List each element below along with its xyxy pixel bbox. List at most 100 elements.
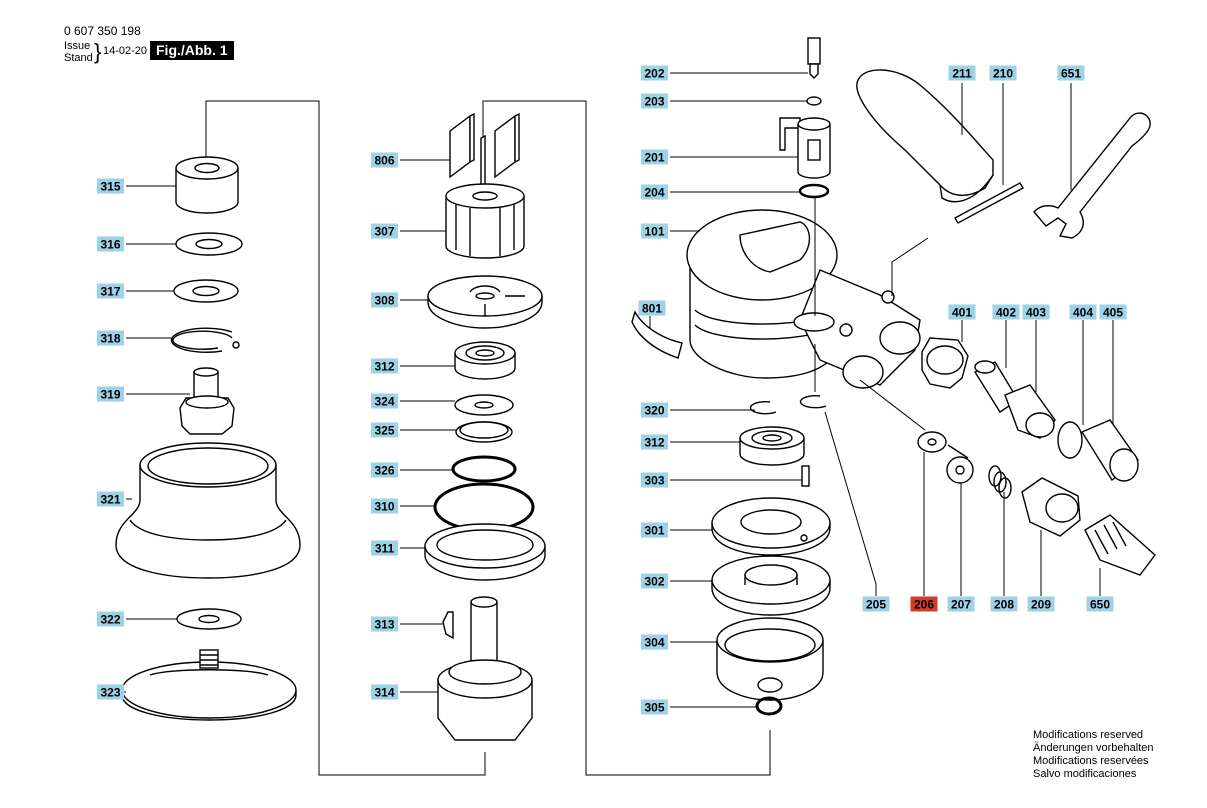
- part-label-text: 324: [374, 395, 394, 409]
- part-label-650: 650: [1086, 596, 1114, 612]
- part-314-spindle-housing: [437, 596, 533, 741]
- part-label-text: 303: [644, 474, 664, 488]
- part-label-text: 203: [644, 95, 664, 109]
- part-801-strap: [631, 310, 683, 359]
- part-label-text: 314: [374, 686, 394, 700]
- part-label-text: 304: [644, 636, 664, 650]
- part-label-308: 308: [371, 292, 398, 308]
- part-label-bg: [641, 93, 668, 109]
- part-304-shroud: [716, 617, 824, 701]
- part-label-302: 302: [641, 573, 668, 589]
- part-label-bg: [641, 149, 668, 165]
- part-label-307: 307: [371, 223, 398, 239]
- part-label-bg: [97, 611, 124, 627]
- part-label-325: 325: [371, 422, 398, 438]
- part-label-bg: [97, 283, 124, 299]
- part-label-bg: [371, 684, 398, 700]
- part-316-washer: [175, 232, 243, 256]
- part-label-text: 310: [374, 500, 394, 514]
- part-label-text: 305: [644, 701, 664, 715]
- note-es: Salvo modificaciones: [1033, 768, 1137, 780]
- part-label-bg: [97, 684, 124, 700]
- part-label-bg: [641, 402, 668, 418]
- part-label-bg: [947, 596, 975, 612]
- part-label-text: 206: [914, 598, 934, 612]
- part-label-text: 322: [100, 613, 120, 627]
- part-label-208: 208: [990, 596, 1018, 612]
- part-325-ring: [455, 421, 513, 443]
- part-label-text: 301: [644, 524, 664, 538]
- part-322-washer: [176, 608, 242, 630]
- part-308-end-plate: [427, 275, 543, 329]
- part-label-text: 204: [644, 186, 664, 200]
- part-label-bg: [1027, 596, 1055, 612]
- part-label-text: 312: [374, 360, 394, 374]
- part-302-plate: [711, 555, 831, 616]
- part-317-washer: [173, 279, 239, 303]
- part-208-spring: [988, 465, 1012, 499]
- part-label-bg: [641, 699, 668, 715]
- part-323-backing-pad: [121, 649, 297, 721]
- parts-drawing: [115, 37, 1156, 776]
- part-label-321: 321: [97, 491, 124, 507]
- part-label-806: 806: [371, 152, 398, 168]
- part-label-304: 304: [641, 634, 668, 650]
- part-211-grip-cover: [856, 69, 994, 203]
- part-label-101: 101: [641, 223, 668, 239]
- part-label-204: 204: [641, 184, 668, 200]
- part-label-bg: [371, 152, 398, 168]
- part-label-text: 207: [951, 598, 971, 612]
- note-en: Modifications reserved: [1033, 729, 1144, 741]
- part-label-bg: [641, 573, 668, 589]
- part-label-text: 311: [375, 542, 395, 556]
- part-label-text: 313: [374, 618, 394, 632]
- part-label-313: 313: [371, 616, 398, 632]
- part-202-valve-pin: [807, 37, 821, 79]
- part-651-wrench: [1033, 112, 1151, 239]
- part-label-209: 209: [1027, 596, 1055, 612]
- part-404-filter: [1057, 421, 1083, 459]
- part-label-bg: [641, 223, 668, 239]
- part-label-326: 326: [371, 462, 398, 478]
- part-label-210: 210: [989, 65, 1017, 81]
- part-label-text: 323: [100, 686, 120, 700]
- part-label-bg: [641, 522, 668, 538]
- part-label-305: 305: [641, 699, 668, 715]
- issue-label-de: Stand: [64, 52, 93, 64]
- part-label-311: 311: [371, 540, 398, 556]
- part-401-fitting: [921, 337, 969, 389]
- part-326-o-ring: [451, 455, 517, 483]
- part-312-bearing-right: [739, 426, 805, 466]
- part-324-washer: [454, 394, 514, 416]
- part-label-text: 402: [996, 306, 1016, 320]
- part-label-text: 326: [374, 464, 394, 478]
- part-303-pin: [801, 465, 810, 487]
- part-201-lever-valve: [779, 117, 831, 179]
- part-label-324: 324: [371, 393, 398, 409]
- part-label-bg: [641, 472, 668, 488]
- issue-label-en: Issue: [64, 40, 91, 52]
- issue-label: Issue Stand: [64, 40, 93, 64]
- part-label-text: 403: [1026, 306, 1046, 320]
- part-label-text: 317: [100, 285, 120, 299]
- leader-lines: [122, 72, 1114, 708]
- part-312-ball-bearing: [454, 341, 516, 380]
- part-label-211: 211: [948, 65, 976, 81]
- part-403-silencer-cap: [1004, 384, 1056, 439]
- part-318-circlip: [170, 327, 240, 353]
- part-label-text: 321: [100, 493, 120, 507]
- part-label-205: 205: [862, 596, 890, 612]
- document-number: 0 607 350 198: [64, 24, 141, 38]
- part-label-text: 650: [1090, 598, 1110, 612]
- part-label-203: 203: [641, 93, 668, 109]
- part-label-bg: [992, 304, 1020, 320]
- part-label-bg: [97, 178, 124, 194]
- part-label-315: 315: [97, 178, 124, 194]
- brace-glyph: }: [94, 39, 102, 64]
- part-label-bg: [371, 223, 398, 239]
- part-label-bg: [641, 184, 668, 200]
- part-label-bg: [371, 393, 398, 409]
- part-207-gear: [946, 444, 974, 484]
